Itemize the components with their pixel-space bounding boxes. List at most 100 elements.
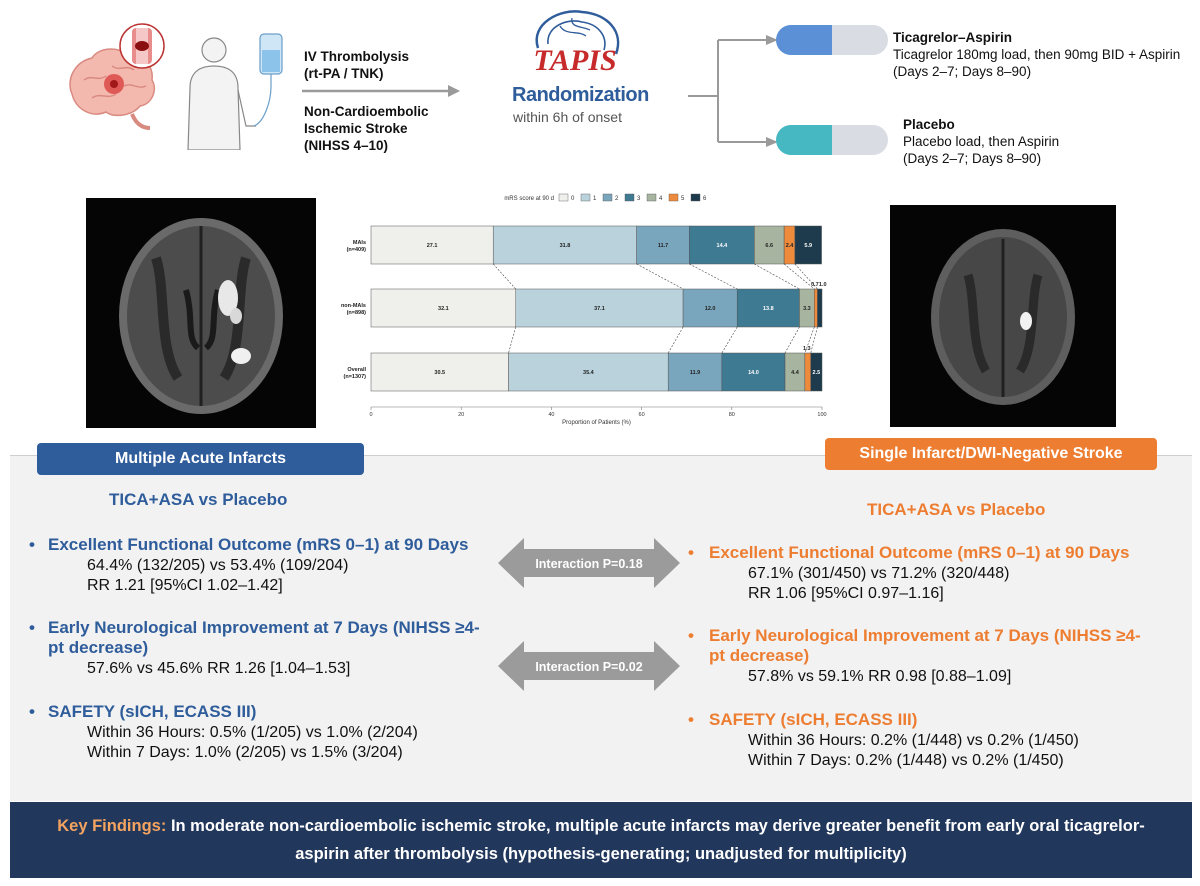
connector-line — [721, 326, 738, 354]
mri-single-infarct — [890, 205, 1116, 427]
ticagrelor-pill-icon — [776, 25, 888, 55]
bar-segment-mrs1 — [508, 352, 669, 392]
interaction-arrow-1: Interaction P=0.18 — [498, 538, 680, 588]
bar-value-label: 4.4 — [791, 370, 800, 376]
x-axis-label: Proportion of Patients (%) — [562, 420, 631, 426]
right-efo-rr: RR 1.06 [95%CI 0.97–1.16] — [748, 585, 944, 602]
right-comparison: TICA+ASA vs Placebo — [867, 500, 1046, 519]
thrombolysis-agents: (rt-PA / TNK) — [304, 66, 384, 81]
legend-label-4: 4 — [659, 196, 663, 202]
connector-line — [783, 263, 815, 290]
bar-segment-mrs3 — [689, 225, 755, 265]
connector-line — [636, 263, 684, 290]
bar-segment-mrs6 — [817, 288, 823, 328]
bar-segment-mrs4 — [754, 225, 785, 265]
stroke-type-line2: Ischemic Stroke — [304, 121, 408, 136]
x-tick-label: 20 — [458, 412, 464, 418]
bar-value-label: 27.1 — [427, 243, 438, 249]
patient-iv-illustration — [187, 33, 283, 150]
legend-label-6: 6 — [703, 196, 707, 202]
vessel-clot-icon — [119, 23, 165, 69]
bar-segment-mrs3 — [736, 288, 800, 328]
connector-line — [784, 326, 800, 354]
category-label: (n=898) — [347, 310, 367, 316]
stroke-type-line1: Non-Cardioembolic — [304, 104, 429, 119]
arm-placebo-regimen: Placebo load, then Aspirin — [903, 134, 1060, 149]
bar-segment-mrs5 — [814, 288, 818, 328]
right-eni-head-1: Early Neurological Improvement at 7 Days… — [709, 626, 1141, 645]
tapis-logo: TAPIS — [533, 10, 620, 77]
branch-arrows — [688, 35, 778, 147]
left-bullet-3: • — [29, 702, 35, 721]
connector-line — [508, 326, 517, 354]
right-eni-result: 57.8% vs 59.1% RR 0.98 [0.88–1.09] — [748, 668, 1012, 685]
bar-value-label: 14.0 — [748, 370, 759, 376]
bar-value-label: 0.7 — [811, 282, 819, 288]
category-label: Overall — [347, 367, 366, 373]
bar-segment-mrs6 — [810, 352, 823, 392]
bar-value-label: 6.6 — [765, 243, 773, 249]
interaction-p-1: Interaction P=0.18 — [535, 557, 642, 571]
bar-value-label: 1.0 — [819, 282, 827, 288]
mri-multiple-infarcts — [86, 198, 316, 428]
legend-swatch-5 — [668, 193, 679, 202]
left-comparison: TICA+ASA vs Placebo — [109, 490, 288, 509]
legend-swatch-3 — [624, 193, 635, 202]
bar-value-label: 32.1 — [438, 306, 449, 312]
connector-line — [794, 263, 818, 290]
legend-swatch-4 — [646, 193, 657, 202]
arm-ticagrelor-days: (Days 2–7; Days 8–90) — [893, 64, 1032, 79]
legend-swatch-6 — [690, 193, 701, 202]
right-bullet-2: • — [688, 626, 694, 645]
bar-segment-mrs2 — [682, 288, 738, 328]
bar-segment-mrs0 — [370, 352, 509, 392]
legend-label-1: 1 — [593, 196, 597, 202]
bar-value-label: 31.8 — [560, 243, 571, 249]
arm-placebo-title: Placebo — [903, 117, 955, 132]
legend-label-3: 3 — [637, 196, 641, 202]
randomization-title: Randomization — [512, 84, 649, 106]
left-eni-head-1: Early Neurological Improvement at 7 Days… — [48, 618, 480, 637]
bar-segment-mrs1 — [492, 225, 637, 265]
x-tick-label: 60 — [639, 412, 645, 418]
left-safety-head: SAFETY (sICH, ECASS III) — [48, 702, 257, 721]
bar-value-label: 2.5 — [813, 370, 821, 376]
category-label: (n=1307) — [344, 374, 367, 380]
left-efo-rates: 64.4% (132/205) vs 53.4% (109/204) — [87, 557, 349, 574]
right-eni-head-2: pt decrease) — [709, 646, 810, 665]
bar-value-label: 11.7 — [658, 243, 668, 249]
x-tick-label: 80 — [729, 412, 735, 418]
connector-line — [689, 263, 738, 290]
connector-line — [804, 326, 815, 354]
right-safety-36h: Within 36 Hours: 0.2% (1/448) vs 0.2% (1… — [748, 732, 1079, 749]
right-efo-rates: 67.1% (301/450) vs 71.2% (320/448) — [748, 565, 1010, 582]
bar-segment-mrs6 — [794, 225, 822, 265]
single-infarct-tag: Single Infarct/DWI-Negative Stroke — [825, 438, 1157, 470]
left-eni-result: 57.6% vs 45.6% RR 1.26 [1.04–1.53] — [87, 660, 351, 677]
left-bullet-2: • — [29, 618, 35, 637]
right-bullet-1: • — [688, 543, 694, 562]
arm-ticagrelor-title: Ticagrelor–Aspirin — [893, 30, 1013, 45]
key-findings-text-1: In moderate non-cardioembolic ischemic s… — [170, 817, 1145, 835]
bar-segment-mrs2 — [636, 225, 690, 265]
key-findings-label: Key Findings: — [57, 817, 167, 835]
connector-line — [667, 326, 684, 354]
x-tick-label: 0 — [369, 412, 372, 418]
bar-value-label: 37.1 — [594, 306, 605, 312]
bar-segment-mrs2 — [667, 352, 723, 392]
category-label: MAIs — [353, 240, 366, 246]
bar-segment-mrs0 — [370, 225, 494, 265]
connector-line — [492, 263, 516, 290]
bar-value-label: 11.9 — [690, 370, 700, 376]
results-panel — [10, 455, 1192, 801]
interaction-p-2: Interaction P=0.02 — [535, 660, 642, 674]
bar-segment-mrs0 — [370, 288, 517, 328]
mai-tag: Multiple Acute Infarcts — [37, 443, 364, 475]
placebo-pill-icon — [776, 125, 888, 155]
bar-value-label: 30.5 — [434, 370, 445, 376]
bar-segment-mrs3 — [721, 352, 786, 392]
legend-swatch-2 — [602, 193, 613, 202]
left-efo-rr: RR 1.21 [95%CI 1.02–1.42] — [87, 577, 283, 594]
tapis-logo-text: TAPIS — [533, 44, 616, 77]
